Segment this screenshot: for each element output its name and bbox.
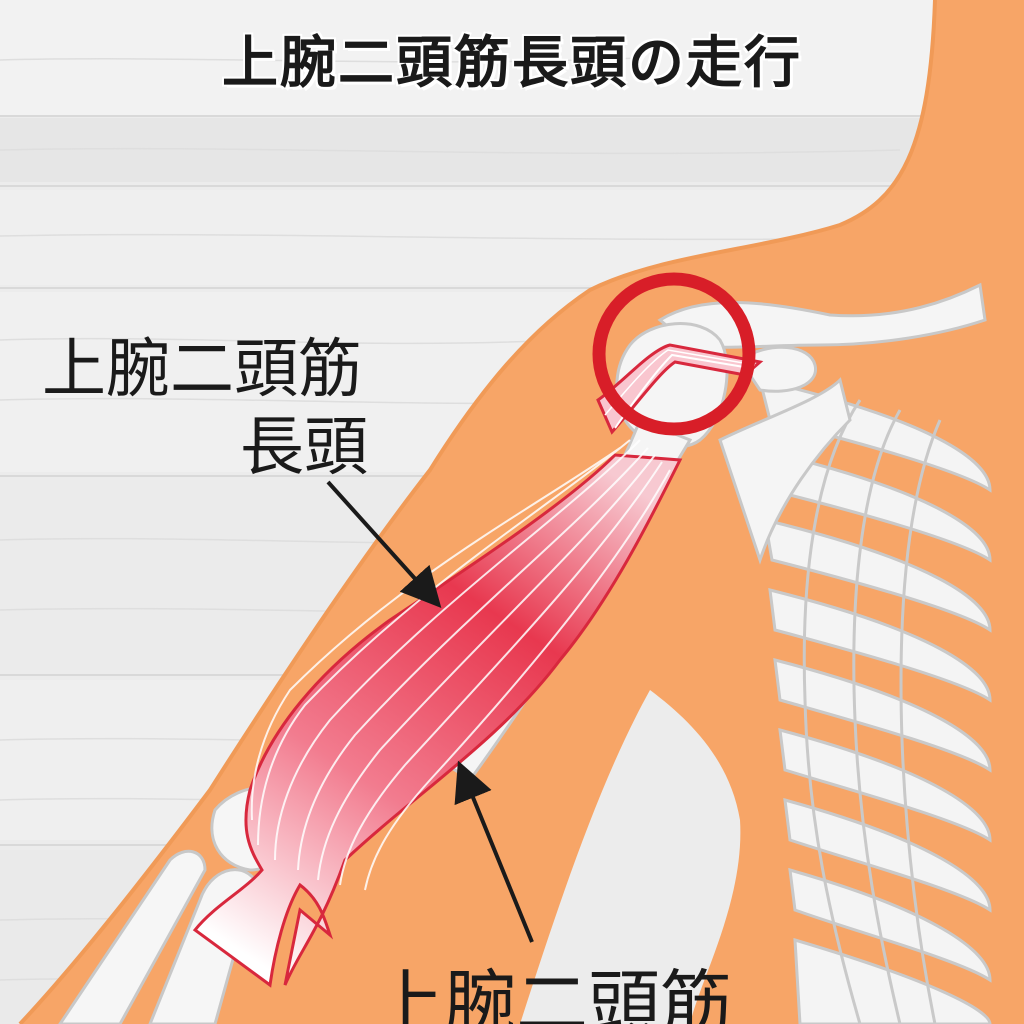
shoulder-highlight-circle	[592, 272, 756, 436]
long-head-label-line2: 長頭	[240, 411, 368, 485]
biceps-muscle	[192, 453, 683, 988]
armpit-gap	[520, 690, 741, 1024]
muscle-fibers	[250, 439, 671, 891]
biceps-label: 上腕二頭筋	[372, 962, 733, 1024]
biceps-arrow	[454, 760, 534, 943]
ribcage	[757, 377, 992, 1024]
body-silhouette-edge	[18, 0, 937, 1024]
long-head-arrow	[326, 480, 442, 608]
page-title: 上腕二頭筋長頭の走行	[222, 31, 802, 96]
long-head-label-line1: 上腕二頭筋	[42, 333, 362, 407]
